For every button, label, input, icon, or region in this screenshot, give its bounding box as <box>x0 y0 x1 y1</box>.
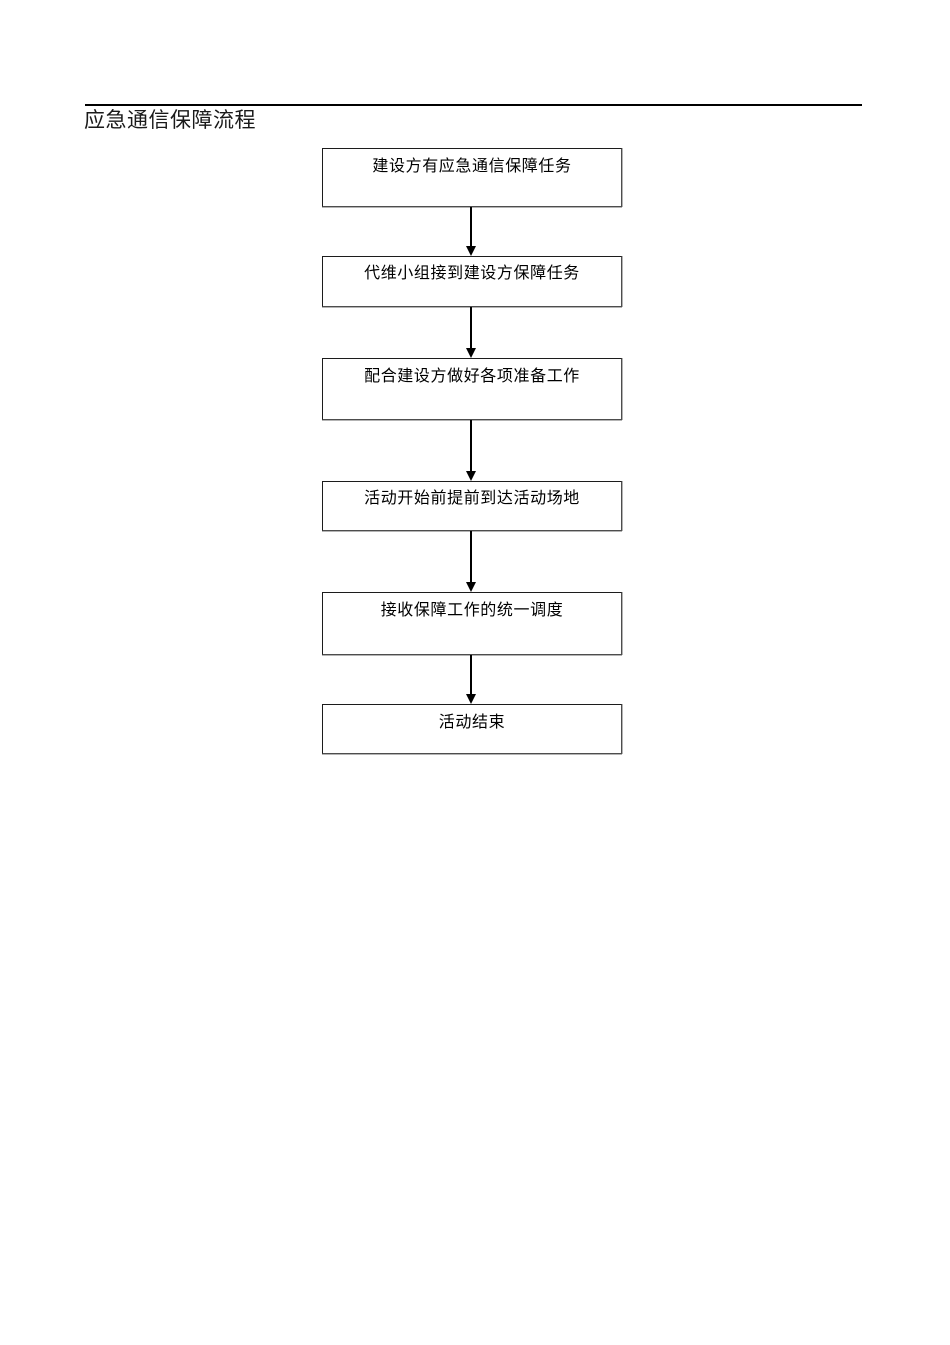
page-title: 应急通信保障流程 <box>84 109 256 132</box>
flow-node-3-label: 配合建设方做好各项准备工作 <box>364 368 580 385</box>
flow-node-5[interactable]: 接收保障工作的统一调度 <box>322 592 622 655</box>
flow-arrow-1-to-2 <box>470 207 472 247</box>
header-divider <box>85 104 862 106</box>
flow-node-6-label: 活动结束 <box>438 714 506 731</box>
flow-node-3[interactable]: 配合建设方做好各项准备工作 <box>322 358 622 420</box>
flow-arrow-5-to-6 <box>470 655 472 695</box>
flow-node-2[interactable]: 代维小组接到建设方保障任务 <box>322 256 622 307</box>
flow-node-1[interactable]: 建设方有应急通信保障任务 <box>322 148 622 207</box>
flow-node-1-label: 建设方有应急通信保障任务 <box>372 158 572 175</box>
flow-node-4-label: 活动开始前提前到达活动场地 <box>364 490 580 507</box>
flow-arrow-4-to-5 <box>470 531 472 583</box>
flow-node-4[interactable]: 活动开始前提前到达活动场地 <box>322 481 622 531</box>
flow-arrow-3-to-4 <box>470 420 472 472</box>
flow-arrow-2-to-3 <box>470 307 472 349</box>
flow-node-5-label: 接收保障工作的统一调度 <box>380 602 564 619</box>
flowchart: 建设方有应急通信保障任务 代维小组接到建设方保障任务 配合建设方做好各项准备工作… <box>0 0 950 820</box>
flow-node-6[interactable]: 活动结束 <box>322 704 622 754</box>
flow-node-2-label: 代维小组接到建设方保障任务 <box>364 265 580 282</box>
